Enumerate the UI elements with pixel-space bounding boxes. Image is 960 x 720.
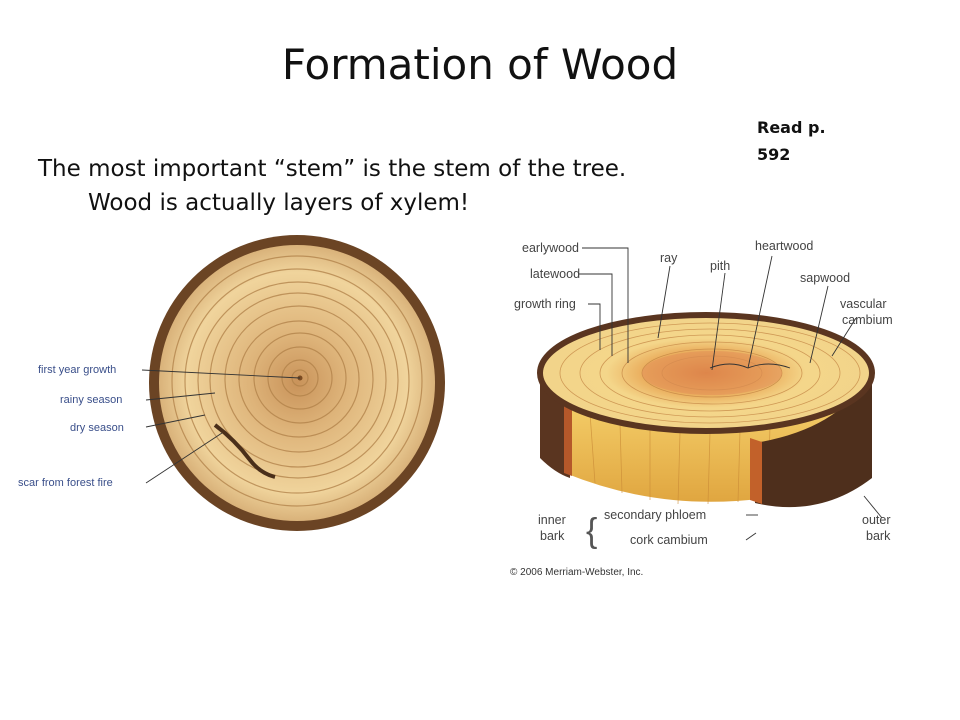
top-bark-rim [537, 312, 875, 434]
label-inner-bark: bark [540, 529, 565, 543]
label-earlywood: earlywood [522, 241, 579, 255]
body-line-1: The most important “stem” is the stem of… [38, 156, 627, 182]
label-dry-season: dry season [70, 422, 124, 434]
copyright-text: © 2006 Merriam-Webster, Inc. [510, 567, 643, 578]
label-rainy-season: rainy season [60, 394, 122, 406]
label-sapwood: sapwood [800, 271, 850, 285]
label-ray: ray [660, 251, 678, 265]
label-outer-bark: bark [866, 529, 891, 543]
bark-right [755, 368, 872, 508]
reading-note-line1: Read p. [757, 118, 826, 137]
slide-title: Formation of Wood [281, 40, 679, 89]
body-line-2: Wood is actually layers of xylem! [88, 190, 470, 216]
heartwood-center [642, 351, 782, 395]
inner-bark-left [564, 398, 572, 476]
top-face-rings [559, 322, 861, 424]
label-cork-cambium: cork cambium [630, 533, 708, 547]
label-outer: outer [862, 513, 891, 527]
sapwood-area [159, 245, 435, 521]
label-inner: inner [538, 513, 566, 527]
reading-note: Read p. 592 [757, 114, 867, 168]
inner-bark-brace: { [586, 512, 597, 550]
log-section-diagram: earlywood latewood growth ring ray pith … [510, 239, 893, 578]
label-first-year-growth: first year growth [38, 364, 116, 376]
label-growth-ring: growth ring [514, 297, 576, 311]
label-heartwood: heartwood [755, 239, 813, 253]
inner-bark-right [750, 438, 762, 504]
reading-note-line2: 592 [757, 145, 791, 164]
right-leader-lines [578, 247, 883, 541]
left-leader-lines [141, 369, 301, 484]
body-text: The most important “stem” is the stem of… [38, 152, 718, 220]
tree-ring-cross-section-figure: first year growth rainy season dry seaso… [18, 235, 445, 531]
fire-scar [213, 423, 276, 479]
label-scar-from-forest-fire: scar from forest fire [18, 477, 113, 489]
label-pith: pith [710, 259, 730, 273]
label-vascular: vascular [840, 297, 887, 311]
label-latewood: latewood [530, 267, 580, 281]
label-cambium: cambium [842, 313, 893, 327]
label-secondary-phloem: secondary phloem [604, 508, 706, 522]
